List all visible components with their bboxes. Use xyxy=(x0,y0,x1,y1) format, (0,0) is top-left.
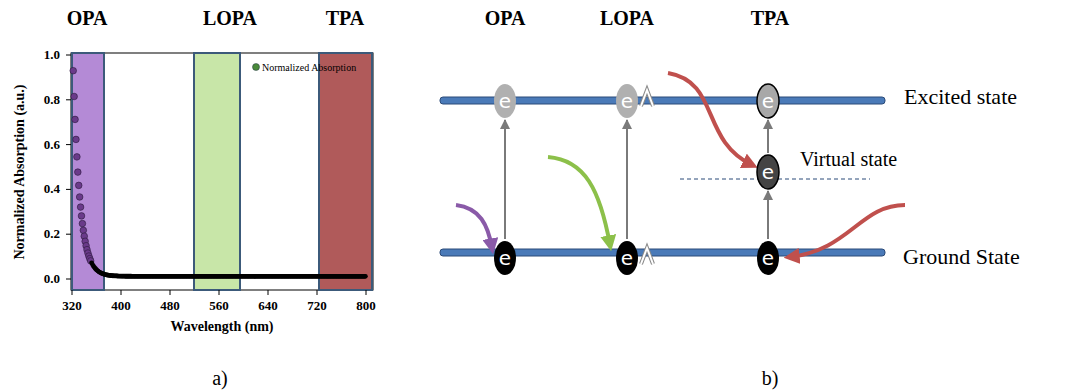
energy-levels xyxy=(440,73,905,264)
text-label: 400 xyxy=(111,299,131,313)
electron-ellipse: e xyxy=(615,240,639,276)
text-label: Ground State xyxy=(903,245,1020,269)
text-label: LOPA xyxy=(203,7,257,29)
text-label: 320 xyxy=(62,299,82,313)
text-label: 0.6 xyxy=(44,137,60,151)
text-label: Normalized Absorption (a.u.) xyxy=(12,85,27,260)
caret-mark xyxy=(641,248,653,264)
electron-ellipse: e xyxy=(756,83,780,119)
text-label: LOPA xyxy=(600,7,654,29)
electron-ellipse: e xyxy=(615,83,639,119)
caret-mark xyxy=(641,90,653,106)
text-label: a) xyxy=(212,367,228,389)
electron-label: e xyxy=(756,154,780,190)
photon-arrow xyxy=(668,73,752,165)
text-label: 640 xyxy=(258,299,278,313)
text-label: 800 xyxy=(356,299,376,313)
legend-text: Normalized Absorption xyxy=(262,62,356,73)
text-label: TPA xyxy=(751,7,790,29)
electron-label: e xyxy=(493,240,517,276)
transition-arrow xyxy=(767,120,769,153)
lopa-band xyxy=(194,53,240,290)
tpa-band xyxy=(319,53,372,290)
text-label: OPA xyxy=(67,7,108,29)
photon-arrow xyxy=(790,205,905,257)
text-label: 0.0 xyxy=(44,272,60,286)
electron-ellipse: e xyxy=(493,240,517,276)
legend-marker xyxy=(253,64,260,71)
electron-label: e xyxy=(615,83,639,119)
electron-ellipse: e xyxy=(756,154,780,190)
electron-ellipse: e xyxy=(493,83,517,119)
text-label: 720 xyxy=(307,299,327,313)
text-label: TPA xyxy=(326,7,365,29)
text-label: OPA xyxy=(485,7,526,29)
transition-arrow xyxy=(504,120,506,239)
text-label: Wavelength (nm) xyxy=(170,319,273,334)
electron-label: e xyxy=(493,83,517,119)
text-label: Excited state xyxy=(904,85,1017,109)
text-label: 0.4 xyxy=(44,182,60,196)
caret-mark xyxy=(641,90,653,106)
photon-arrow xyxy=(456,205,492,248)
electron-label: e xyxy=(615,240,639,276)
text-label: 1.0 xyxy=(44,48,60,62)
text-label: Virtual state xyxy=(800,148,897,170)
text-label: 480 xyxy=(160,299,180,313)
axis-ticks xyxy=(66,55,366,295)
transition-arrow xyxy=(767,191,769,239)
absorption-curve xyxy=(70,67,368,278)
electron-label: e xyxy=(756,83,780,119)
text-label: b) xyxy=(762,367,779,389)
text-label: 0.2 xyxy=(44,227,60,241)
text-label: 0.8 xyxy=(44,93,60,107)
transition-arrow xyxy=(626,120,628,239)
text-label: 560 xyxy=(209,299,229,313)
caret-mark xyxy=(641,248,653,264)
plot-frame xyxy=(71,53,373,290)
electron-label: e xyxy=(756,240,780,276)
photon-arrow xyxy=(548,157,610,245)
opa-band xyxy=(72,53,104,290)
electron-ellipse: e xyxy=(756,240,780,276)
chart xyxy=(66,53,373,295)
